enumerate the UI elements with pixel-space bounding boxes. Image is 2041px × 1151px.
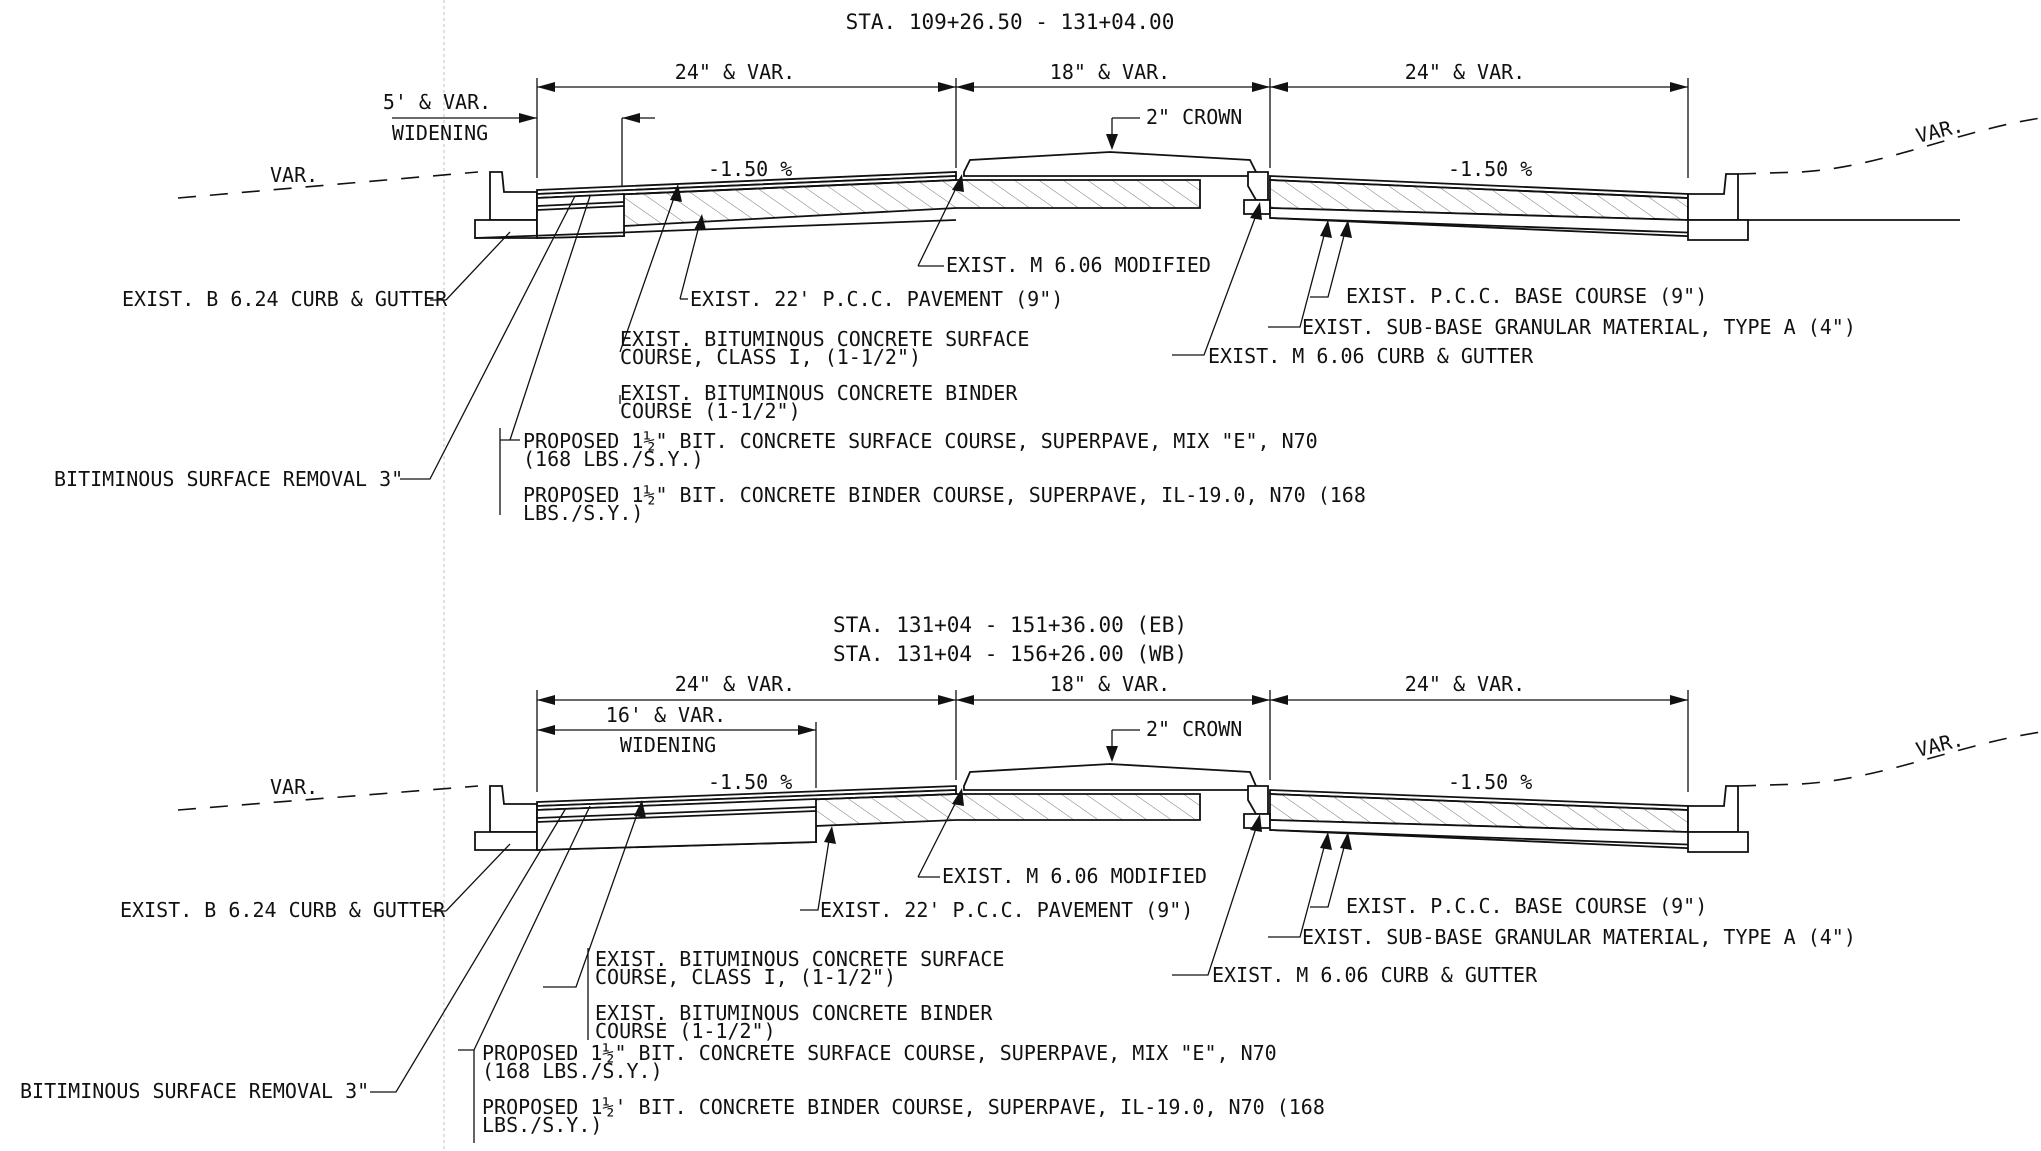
section-lower-title-1: STA. 131+04 - 151+36.00 (EB) <box>833 613 1187 637</box>
ground-line-left <box>177 785 479 811</box>
label-m606-curb: EXIST. M 6.06 CURB & GUTTER <box>1212 963 1538 987</box>
label-surface-course-1: EXIST. BITUMINOUS CONCRETE SURFACE <box>620 327 1029 351</box>
ground-line-left <box>177 171 479 199</box>
label-subbase: EXIST. SUB-BASE GRANULAR MATERIAL, TYPE … <box>1302 315 1856 339</box>
dim-widening-label: WIDENING <box>620 733 716 757</box>
label-pcc-base: EXIST. P.C.C. BASE COURSE (9") <box>1346 284 1707 308</box>
label-proposed-surface-1: PROPOSED 1½" BIT. CONCRETE SURFACE COURS… <box>482 1041 1277 1065</box>
section-lower: STA. 131+04 - 151+36.00 (EB) STA. 131+04… <box>20 613 2041 1143</box>
label-surface-course-2: COURSE, CLASS I, (1-1/2") <box>620 345 921 369</box>
dim-right-width: 24" & VAR. <box>1405 672 1525 696</box>
label-binder-course-1: EXIST. BITUMINOUS CONCRETE BINDER <box>595 1001 993 1025</box>
label-proposed-binder-1: PROPOSED 1½' BIT. CONCRETE BINDER COURSE… <box>482 1095 1325 1119</box>
label-m606-curb: EXIST. M 6.06 CURB & GUTTER <box>1208 344 1534 368</box>
dim-median: 18" & VAR. <box>1050 672 1170 696</box>
label-curb-gutter-b: EXIST. B 6.24 CURB & GUTTER <box>120 898 446 922</box>
ground-line-right <box>1737 731 2041 787</box>
dim-left-width: 24" & VAR. <box>675 60 795 84</box>
median-raised <box>963 763 1257 791</box>
label-proposed-surface-2: (168 LBS./S.Y.) <box>482 1059 663 1083</box>
label-m606-modified: EXIST. M 6.06 MODIFIED <box>946 253 1211 277</box>
label-binder-course-2: COURSE (1-1/2") <box>620 399 801 423</box>
crown-label: 2" CROWN <box>1146 105 1242 129</box>
var-left: VAR. <box>270 163 318 187</box>
label-surface-course-1: EXIST. BITUMINOUS CONCRETE SURFACE <box>595 947 1004 971</box>
label-proposed-binder-1: PROPOSED 1½" BIT. CONCRETE BINDER COURSE… <box>523 483 1366 507</box>
section-lower-dimensions: 24" & VAR. 18" & VAR. 24" & VAR. 16' & V… <box>536 672 1689 792</box>
dim-widening-width: 16' & VAR. <box>606 703 726 727</box>
label-binder-course-2: COURSE (1-1/2") <box>595 1019 776 1043</box>
label-pcc-pavement: EXIST. 22' P.C.C. PAVEMENT (9") <box>820 898 1193 922</box>
crown-label: 2" CROWN <box>1146 717 1242 741</box>
var-right: VAR. <box>1913 727 1966 762</box>
slope-left: -1.50 % <box>708 770 792 794</box>
curb-gutter-left <box>489 171 538 221</box>
label-proposed-binder-2: LBS./S.Y.) <box>523 501 643 525</box>
label-proposed-surface-2: (168 LBS./S.Y.) <box>523 447 704 471</box>
label-pcc-base: EXIST. P.C.C. BASE COURSE (9") <box>1346 894 1707 918</box>
ground-line-right <box>1737 117 2041 175</box>
slope-right: -1.50 % <box>1448 157 1532 181</box>
label-subbase: EXIST. SUB-BASE GRANULAR MATERIAL, TYPE … <box>1302 925 1856 949</box>
median-raised <box>963 151 1257 177</box>
dim-widening-width: 5' & VAR. <box>383 90 491 114</box>
dim-left-width: 24" & VAR. <box>675 672 795 696</box>
label-removal: BITIMINOUS SURFACE REMOVAL 3" <box>54 467 403 491</box>
dim-median: 18" & VAR. <box>1050 60 1170 84</box>
curb-gutter-left <box>489 785 538 833</box>
label-proposed-surface-1: PROPOSED 1½" BIT. CONCRETE SURFACE COURS… <box>523 429 1318 453</box>
section-upper: STA. 109+26.50 - 131+04.00 24" & VAR. 18… <box>54 10 2041 525</box>
section-upper-title: STA. 109+26.50 - 131+04.00 <box>846 10 1175 34</box>
slope-right: -1.50 % <box>1448 770 1532 794</box>
var-right: VAR. <box>1913 113 1966 148</box>
label-surface-course-2: COURSE, CLASS I, (1-1/2") <box>595 965 896 989</box>
section-upper-dimensions: 24" & VAR. 18" & VAR. 24" & VAR. 5' & VA… <box>383 60 1689 186</box>
dim-right-width: 24" & VAR. <box>1405 60 1525 84</box>
label-removal: BITIMINOUS SURFACE REMOVAL 3" <box>20 1079 369 1103</box>
dim-widening-label: WIDENING <box>392 121 488 145</box>
label-binder-course-1: EXIST. BITUMINOUS CONCRETE BINDER <box>620 381 1018 405</box>
slope-left: -1.50 % <box>708 157 792 181</box>
var-left: VAR. <box>270 775 318 799</box>
label-pcc-pavement: EXIST. 22' P.C.C. PAVEMENT (9") <box>690 287 1063 311</box>
label-curb-gutter-b: EXIST. B 6.24 CURB & GUTTER <box>122 287 448 311</box>
label-m606-modified: EXIST. M 6.06 MODIFIED <box>942 864 1207 888</box>
section-lower-title-2: STA. 131+04 - 156+26.00 (WB) <box>833 642 1187 666</box>
label-proposed-binder-2: LBS./S.Y.) <box>482 1113 602 1137</box>
